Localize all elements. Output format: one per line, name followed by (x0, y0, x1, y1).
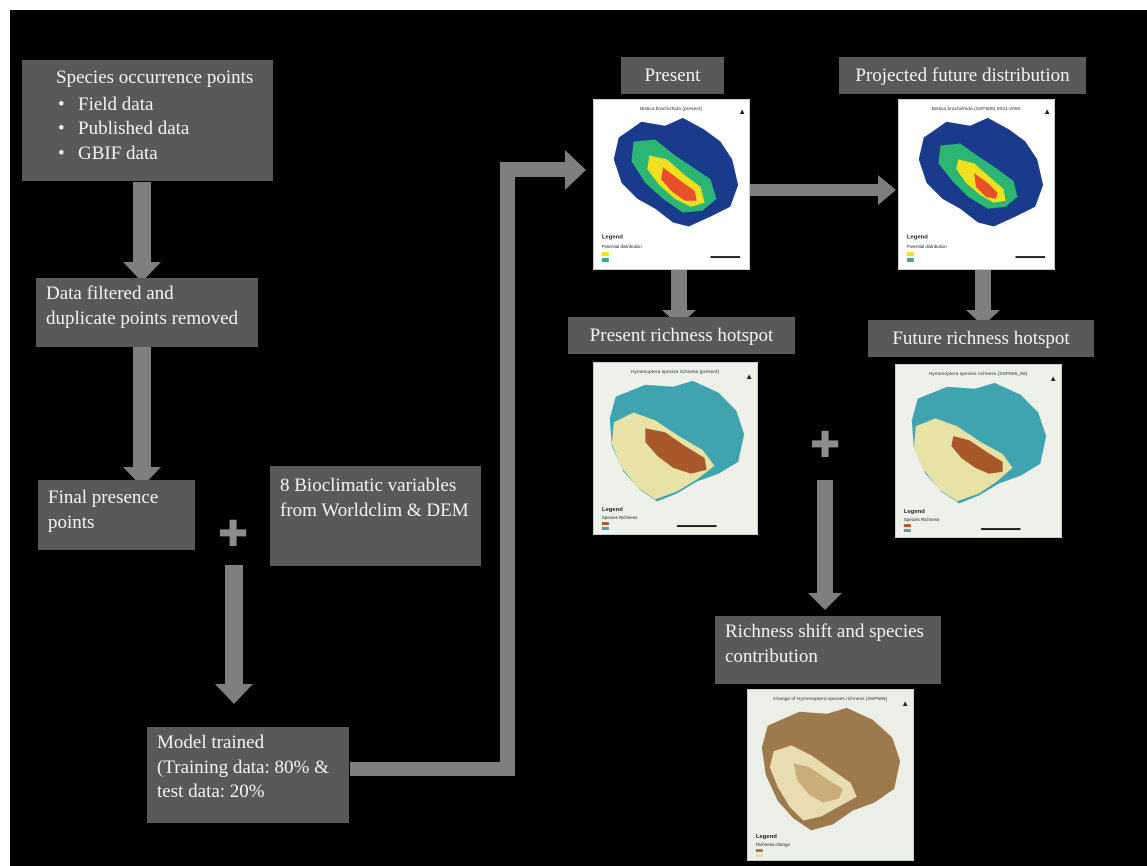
present-hotspot-legend-sub: Species Richness (602, 515, 638, 520)
arrow-vertical-up (500, 168, 515, 776)
occurrence-item-field: Field data (58, 93, 263, 118)
north-arrow-icon: ▲ (901, 699, 909, 708)
present-hotspot-legend: Legend (602, 507, 623, 513)
future-legend-swatch-low (906, 258, 914, 262)
north-arrow-icon: ▲ (1043, 107, 1051, 116)
future-label: Projected future distribution (839, 57, 1086, 94)
arrow-filtered-to-final (133, 347, 151, 467)
present-label: Present (621, 57, 724, 94)
present-hotspot-swatch-high (601, 522, 609, 526)
future-hotspot-legend-sub: Species Richness (904, 517, 940, 522)
present-legend-swatch-low (601, 258, 609, 262)
future-map-title: Bistica brachizhida (SSP585) 2041-2060 (932, 106, 1021, 112)
flow-arrows (123, 150, 1000, 776)
arrowhead-present (565, 150, 586, 190)
filtered-box: Data filtered and duplicate points remov… (36, 278, 258, 347)
arrowhead-future (878, 175, 896, 205)
north-arrow-icon: ▲ (1049, 374, 1057, 383)
model-box: Model trained (Training data: 80% & test… (147, 727, 349, 823)
present-hotspot-map: Hymenoptera species richness (present) ▲… (593, 362, 758, 535)
model-text: Model trained (Training data: 80% & test… (157, 732, 329, 803)
north-arrow-icon: ▲ (738, 107, 746, 116)
future-legend-swatch-high (906, 252, 914, 257)
future-distribution-map: Bistica brachizhida (SSP585) 2041-2060 ▲… (898, 99, 1055, 270)
present-hotspot-swatch-low (601, 527, 609, 530)
arrow-present-to-hotspot (671, 270, 687, 312)
diagram-canvas: Species occurrence points Field data Pub… (10, 10, 1147, 866)
bioclim-text: 8 Bioclimatic variables from Worldclim &… (280, 475, 469, 521)
shift-map-title: Change of Hymenoptera species richness (… (773, 696, 888, 702)
richness-shift-box: Richness shift and species contribution (715, 616, 941, 684)
future-peak-zone (974, 173, 998, 199)
future-hotspot-mid (913, 418, 1013, 502)
present-peak-zone (661, 167, 697, 201)
richness-shift-text: Richness shift and species contribution (725, 621, 924, 667)
future-legend-title: Legend (907, 234, 928, 240)
occurrence-title: Species occurrence points (56, 67, 254, 88)
arrow-plus-to-shift (817, 480, 833, 595)
future-legend-sub: Potential distribution (907, 244, 947, 249)
arrowhead-shift (808, 593, 842, 610)
arrow-model-right (350, 762, 515, 776)
present-legend-title: Legend (602, 234, 623, 240)
plus-icon-left: ✚ (218, 514, 249, 555)
shift-swatch-high (755, 849, 763, 853)
occurrence-list: Field data Published data GBIF data (56, 93, 263, 167)
filtered-text: Data filtered and duplicate points remov… (46, 283, 239, 329)
present-hotspot-high (645, 428, 707, 474)
future-hotspot-map: Hymenoptera species richness (SSP585_50)… (895, 364, 1062, 538)
richness-shift-map: Change of Hymenoptera species richness (… (747, 689, 914, 861)
final-presence-box: Final presence points (38, 480, 195, 550)
arrow-to-present (500, 162, 567, 177)
occurrence-item-published: Published data (58, 117, 263, 142)
arrow-occurrence-to-filtered (133, 182, 151, 262)
future-hotspot-label: Future richness hotspot (868, 320, 1094, 357)
present-hotspot-scale-bar (676, 525, 717, 528)
future-hotspot-high (951, 436, 1003, 474)
future-hotspot-swatch-low (903, 529, 911, 533)
shift-swatch-low (755, 854, 763, 858)
future-hotspot-legend: Legend (904, 509, 925, 515)
present-map-title: Bistica brachizhida (present) (640, 106, 702, 112)
occurrence-item-gbif: GBIF data (58, 142, 263, 167)
arrowhead-final (123, 467, 161, 487)
present-scale-bar (710, 256, 741, 259)
bioclim-box: 8 Bioclimatic variables from Worldclim &… (270, 466, 481, 566)
present-legend-swatch-high (601, 252, 609, 257)
shift-mid-zone (793, 763, 843, 803)
arrow-plus-to-model (225, 565, 243, 685)
arrow-present-to-future (740, 184, 880, 196)
plus-icon-right: ✚ (810, 425, 841, 466)
future-hotspot-swatch-high (903, 524, 911, 528)
shift-legend: Legend (756, 834, 777, 840)
future-scale-bar (1015, 256, 1046, 259)
future-hotspot-scale-bar (980, 528, 1021, 531)
occurrence-box: Species occurrence points Field data Pub… (22, 60, 273, 181)
arrow-future-to-hotspot (975, 270, 991, 312)
shift-legend-sub: Richness change (756, 842, 791, 847)
final-presence-text: Final presence points (48, 487, 159, 533)
arrowhead-filtered (123, 262, 161, 282)
north-arrow-icon: ▲ (745, 372, 753, 381)
present-hotspot-label: Present richness hotspot (568, 317, 795, 354)
arrowhead-model (215, 684, 253, 704)
present-distribution-map: Bistica brachizhida (present) ▲ Legend P… (593, 99, 750, 270)
present-legend-sub: Potential distribution (602, 244, 642, 249)
arrowhead-future-hotspot (966, 310, 1000, 326)
present-hotspot-title: Hymenoptera species richness (present) (631, 369, 720, 375)
future-hotspot-title: Hymenoptera species richness (SSP585_50) (929, 371, 1028, 377)
